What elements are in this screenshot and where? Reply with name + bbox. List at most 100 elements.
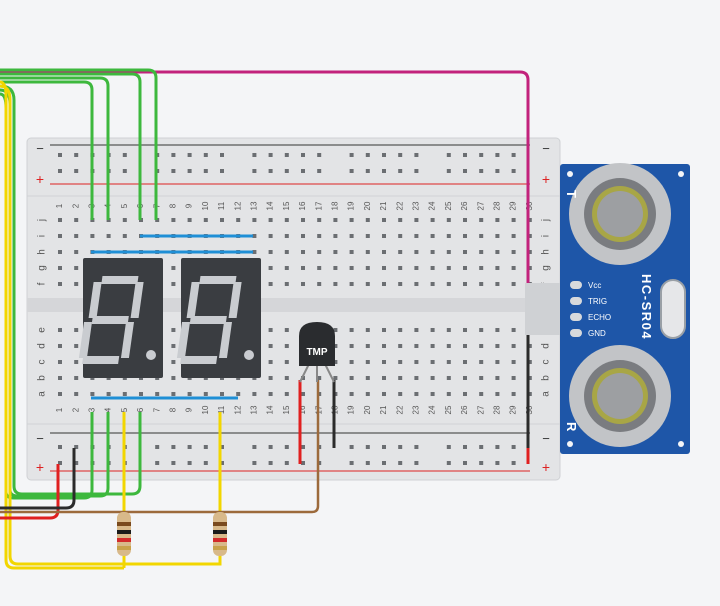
row-label: f (37, 282, 48, 285)
breadboard-hole (430, 266, 435, 270)
rail-hole (74, 461, 79, 465)
breadboard-hole (349, 266, 354, 270)
breadboard-hole (382, 360, 386, 364)
breadboard-hole (495, 250, 500, 254)
column-number: 26 (460, 201, 469, 210)
column-number: 13 (250, 405, 259, 414)
breadboard-hole (284, 218, 289, 222)
column-number: 27 (476, 405, 485, 414)
rail-hole (349, 169, 354, 173)
breadboard-hole (446, 376, 451, 380)
pin-label-vcc: Vcc (588, 281, 601, 290)
column-number: 4 (104, 407, 113, 412)
rail-hole (511, 445, 516, 449)
column-number: 23 (412, 201, 421, 210)
breadboard-hole (398, 376, 403, 380)
rail-sign-top-plus-right: + (542, 171, 550, 187)
breadboard-hole (171, 266, 176, 270)
breadboard-hole (284, 344, 289, 348)
rail-hole (301, 445, 305, 449)
breadboard-hole (463, 266, 467, 270)
breadboard-hole (187, 218, 192, 222)
rail-hole (58, 169, 62, 173)
breadboard-hole (446, 392, 451, 396)
rail-hole (365, 153, 370, 157)
rail-hole (252, 445, 257, 449)
resistor-band (117, 546, 131, 550)
breadboard-hole (527, 360, 532, 364)
breadboard-hole (365, 392, 370, 396)
row-label: j (541, 219, 552, 222)
breadboard-hole (527, 266, 532, 270)
column-number: 8 (169, 407, 178, 412)
mount-hole-top-right (678, 171, 684, 177)
breadboard-hole (479, 234, 484, 238)
column-number: 12 (233, 201, 242, 210)
breadboard-hole (398, 250, 403, 254)
rail-hole (252, 153, 257, 157)
breadboard-hole (511, 234, 516, 238)
breadboard-hole (268, 328, 273, 332)
breadboard-hole (317, 266, 322, 270)
breadboard-hole (74, 234, 79, 238)
breadboard-hole (527, 218, 532, 222)
breadboard-hole (382, 218, 386, 222)
column-number: 12 (233, 405, 242, 414)
breadboard-hole (349, 218, 354, 222)
column-number: 6 (136, 407, 145, 412)
rail-hole (203, 461, 208, 465)
rail-hole (220, 169, 224, 173)
breadboard-hole (333, 328, 338, 332)
breadboard-hole (382, 234, 386, 238)
rail-hole (365, 461, 370, 465)
row-label: i (541, 235, 552, 237)
rail-hole (284, 153, 289, 157)
pin-label-trig: TRIG (588, 297, 607, 306)
breadboard-hole (398, 234, 403, 238)
breadboard-hole (333, 250, 338, 254)
pin-pad-trig (570, 297, 582, 305)
breadboard-hole (58, 282, 62, 286)
breadboard-hole (430, 392, 435, 396)
breadboard-hole (479, 250, 484, 254)
row-label: i (37, 235, 48, 237)
rail-hole (252, 169, 257, 173)
display-segment (176, 322, 191, 358)
breadboard-hole (268, 266, 273, 270)
breadboard-hole (495, 218, 500, 222)
rail-hole (74, 169, 79, 173)
column-number: 16 (298, 405, 307, 414)
breadboard-hole (203, 392, 208, 396)
breadboard-hole (414, 328, 419, 332)
breadboard-hole (414, 250, 419, 254)
breadboard-hole (430, 344, 435, 348)
rail-hole (122, 169, 127, 173)
breadboard-hole (479, 282, 484, 286)
column-number: 11 (217, 201, 226, 210)
breadboard-hole (90, 234, 95, 238)
breadboard-hole (511, 218, 516, 222)
rail-hole (203, 169, 208, 173)
breadboard-hole (58, 234, 62, 238)
breadboard-hole (74, 282, 79, 286)
rail-hole (220, 445, 224, 449)
column-number: 14 (266, 201, 275, 210)
breadboard-hole (511, 266, 516, 270)
breadboard-hole (106, 392, 111, 396)
breadboard-hole (139, 392, 143, 396)
breadboard-hole (301, 266, 305, 270)
column-number: 10 (201, 201, 210, 210)
column-number: 25 (444, 201, 453, 210)
column-number: 22 (395, 405, 404, 414)
breadboard-hole (236, 218, 241, 222)
rail-hole (58, 461, 62, 465)
breadboard-hole (446, 266, 451, 270)
breadboard-hole (430, 250, 435, 254)
breadboard-hole (446, 328, 451, 332)
rail-hole (511, 461, 516, 465)
pin-label-gnd: GND (588, 329, 606, 338)
breadboard-hole (463, 376, 467, 380)
breadboard-hole (495, 344, 500, 348)
breadboard-hole (74, 376, 79, 380)
breadboard-hole (495, 234, 500, 238)
